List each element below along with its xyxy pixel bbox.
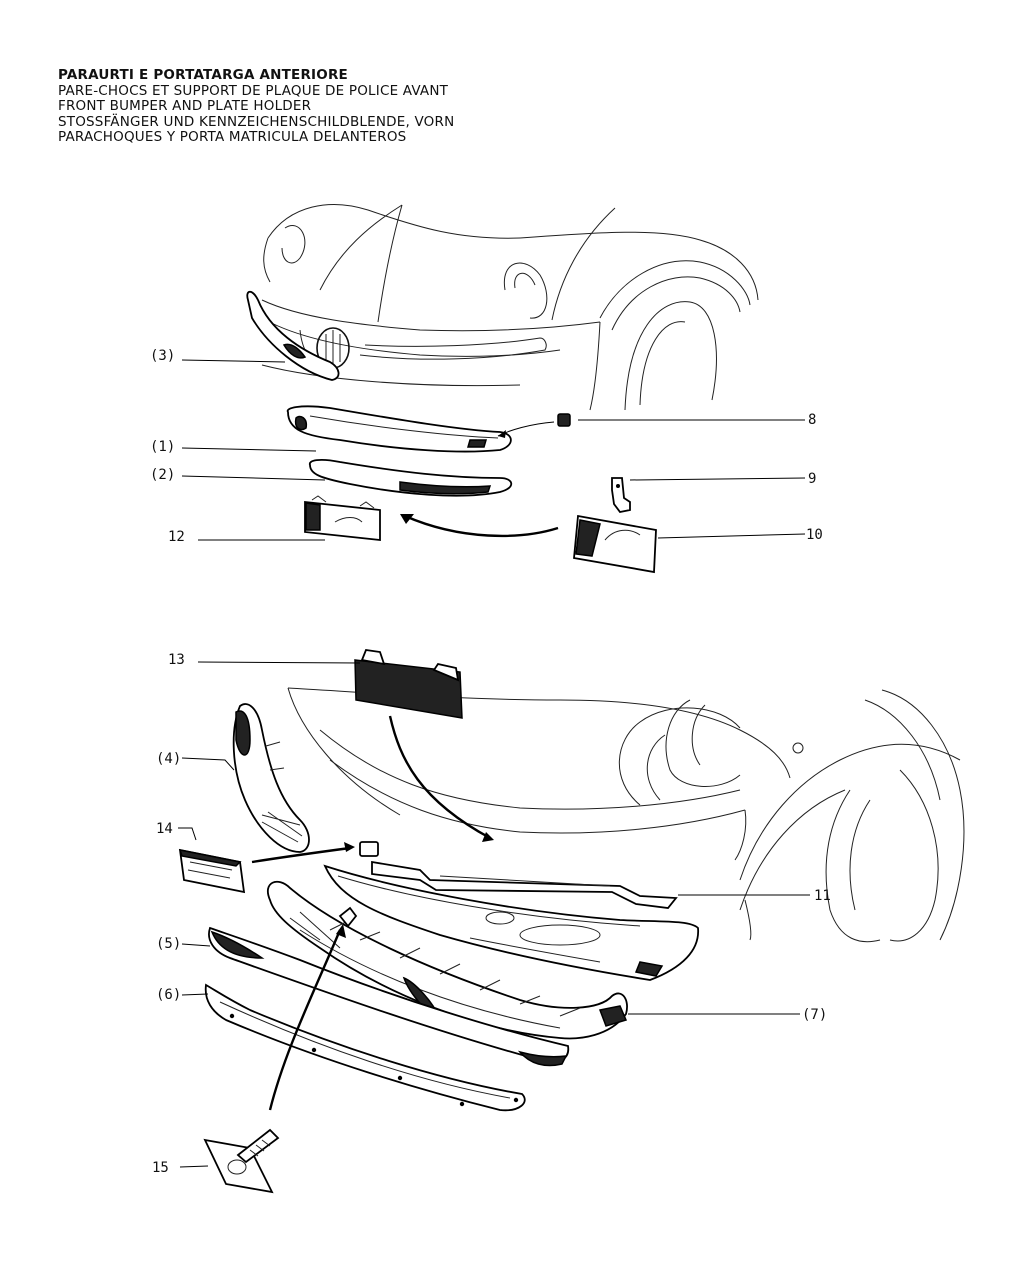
part-labels: (3) (1) (2) 8 9 10 12 13 (4) 14 11 (5) (… bbox=[150, 348, 831, 1176]
label-part-8: 8 bbox=[808, 412, 816, 428]
part-14-rubber-pad bbox=[178, 841, 379, 894]
label-part-6: (6) bbox=[156, 987, 181, 1003]
title-german: STOSSFÄNGER UND KENNZEICHENSCHILDBLENDE,… bbox=[58, 113, 455, 130]
part-10-license-plate bbox=[400, 514, 657, 574]
title-french: PARE-CHOCS ET SUPPORT DE PLAQUE DE POLIC… bbox=[58, 82, 449, 99]
part-2-rubber-strip bbox=[308, 458, 513, 497]
part-11-mounting-bar bbox=[371, 860, 678, 909]
leader-lines bbox=[178, 359, 810, 1168]
label-part-12: 12 bbox=[168, 529, 185, 545]
part-5-lower-trim bbox=[208, 926, 570, 1067]
label-part-15: 15 bbox=[152, 1160, 169, 1176]
label-part-10: 10 bbox=[806, 527, 823, 543]
part-6-rubber-lip bbox=[204, 983, 526, 1112]
label-part-1: (1) bbox=[150, 439, 175, 455]
part-4-corner-bumper bbox=[232, 703, 310, 853]
label-part-3: (3) bbox=[150, 348, 175, 364]
main-bumper-body bbox=[323, 864, 699, 981]
part-12-plate-holder bbox=[304, 495, 381, 542]
title-block: PARAURTI E PORTATARGA ANTERIORE PARE-CHO… bbox=[58, 67, 455, 146]
label-part-9: 9 bbox=[808, 471, 816, 487]
label-part-11: 11 bbox=[814, 888, 831, 904]
part-8-nut bbox=[497, 413, 571, 438]
title-english: FRONT BUMPER AND PLATE HOLDER bbox=[58, 98, 312, 114]
label-part-2: (2) bbox=[150, 467, 175, 483]
label-part-4: (4) bbox=[156, 751, 181, 767]
label-part-14: 14 bbox=[156, 821, 173, 837]
upper-car-outline bbox=[261, 204, 759, 411]
label-part-5: (5) bbox=[156, 936, 181, 952]
part-3-bumper-assembled bbox=[246, 290, 340, 381]
part-13-plate-bracket bbox=[354, 649, 494, 842]
title-italian: PARAURTI E PORTATARGA ANTERIORE bbox=[58, 67, 348, 83]
part-9-bracket bbox=[611, 477, 631, 513]
part-15-plate-bolt bbox=[203, 906, 358, 1194]
label-part-13: 13 bbox=[168, 652, 185, 668]
part-7-mesh-grille-bumper bbox=[267, 880, 628, 1040]
part-1-bumper-bar bbox=[286, 405, 512, 453]
label-part-7: (7) bbox=[802, 1007, 827, 1023]
title-spanish: PARACHOQUES Y PORTA MATRICULA DELANTEROS bbox=[58, 129, 407, 145]
